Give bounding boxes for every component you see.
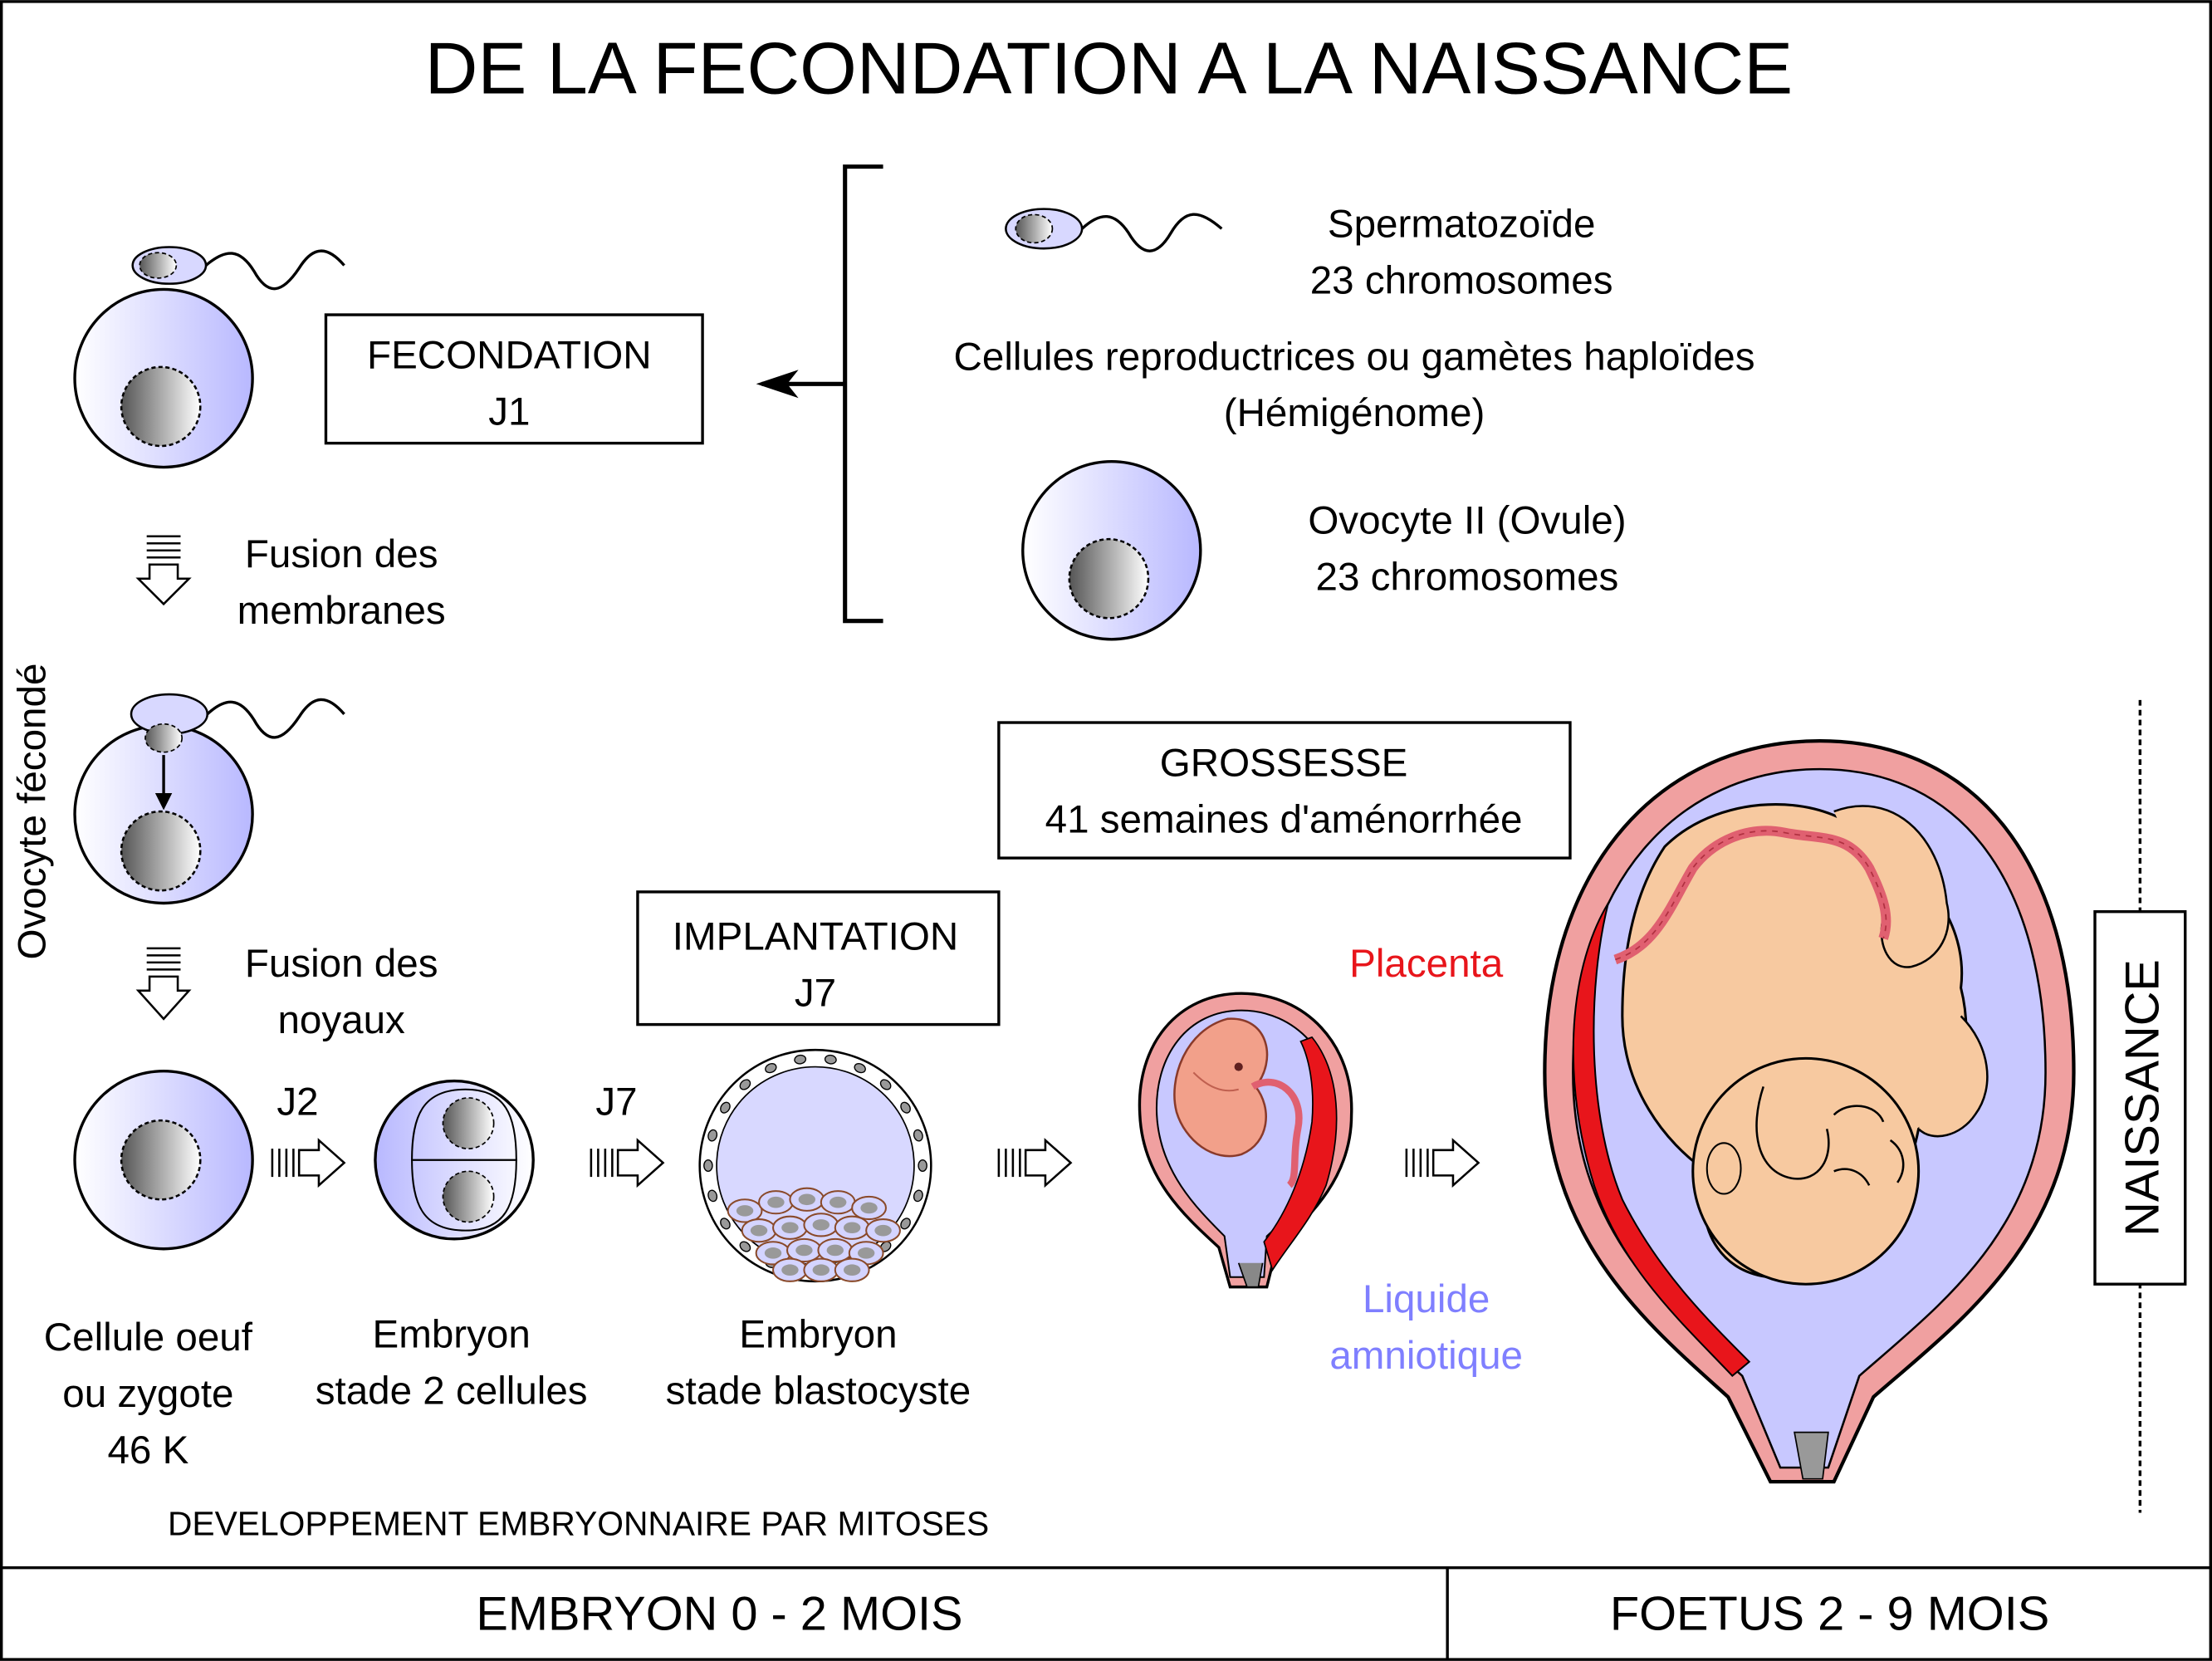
fertilized-ovocyte-icon — [73, 693, 345, 905]
trophoblast-cell — [739, 1079, 751, 1090]
inner-mass-nucleus — [812, 1264, 830, 1276]
blasto-label-line1: Embryon — [739, 1313, 897, 1357]
liquide-label-line2: amniotique — [1329, 1334, 1523, 1378]
down-arrow-icon — [135, 535, 192, 606]
zygote-label-line2: ou zygote — [62, 1372, 233, 1416]
trophoblast-cell — [918, 1159, 927, 1172]
ovocyte-icon — [1021, 460, 1202, 641]
right-arrow-icon — [1405, 1138, 1480, 1188]
grossesse-box — [997, 721, 1572, 860]
grossesse-label: GROSSESSE — [1160, 742, 1408, 786]
inner-mass-nucleus — [764, 1247, 782, 1259]
trophoblast-cell — [707, 1129, 718, 1142]
ovocyte-chromosomes: 23 chromosomes — [1316, 555, 1619, 599]
zygote-label-line3: 46 K — [107, 1428, 188, 1472]
page-title: DE LA FECONDATION A LA NAISSANCE — [425, 27, 1794, 109]
inner-mass-nucleus — [736, 1205, 754, 1217]
right-arrow-icon — [997, 1138, 1073, 1188]
footer-embryon: EMBRYON 0 - 2 MOIS — [476, 1587, 962, 1640]
trophoblast-cell — [824, 1054, 837, 1065]
implantation-day: J7 — [795, 972, 836, 1016]
footer-foetus: FOETUS 2 - 9 MOIS — [1610, 1587, 2049, 1640]
inner-mass-nucleus — [781, 1222, 799, 1234]
trophoblast-cell — [913, 1189, 923, 1203]
sperm-chromosomes: 23 chromosomes — [1310, 259, 1613, 303]
inner-mass-nucleus — [874, 1224, 892, 1237]
trophoblast-cell — [707, 1189, 718, 1203]
fusion-noyaux-line1: Fusion des — [245, 942, 438, 986]
fusion-noyaux-line2: noyaux — [277, 998, 405, 1042]
ovocyte-name: Ovocyte II (Ovule) — [1308, 498, 1626, 542]
trophoblast-cell — [854, 1063, 866, 1074]
fecondation-box — [324, 313, 704, 445]
fusion-membranes-line1: Fusion des — [245, 532, 438, 576]
down-arrow-icon — [135, 947, 192, 1021]
grossesse-duration: 41 semaines d'aménorrhée — [1045, 798, 1523, 842]
uterus-foetus-icon — [1543, 738, 2076, 1484]
hemigenome-label: (Hémigénome) — [1224, 391, 1485, 435]
uterus-embryo-icon — [1138, 992, 1353, 1289]
ovocyte-feconde-label: Ovocyte fécondé — [10, 664, 54, 960]
naissance-label: NAISSANCE — [2116, 959, 2169, 1237]
placenta-label: Placenta — [1349, 942, 1504, 986]
trophoblast-cell — [900, 1101, 911, 1114]
fecondation-cell-icon — [73, 246, 345, 469]
inner-mass-nucleus — [843, 1264, 861, 1276]
implantation-box — [636, 890, 1001, 1026]
inner-mass-nucleus — [830, 1196, 847, 1208]
development-caption: DEVELOPPEMENT EMBRYONNAIRE PAR MITOSES — [168, 1505, 989, 1543]
sperm-icon — [1005, 208, 1223, 252]
trophoblast-cell — [765, 1063, 777, 1074]
two-cell-embryo-icon — [374, 1079, 535, 1241]
right-arrow-icon — [590, 1138, 665, 1188]
zygote-label-line1: Cellule oeuf — [44, 1316, 253, 1360]
two-cells-label-line1: Embryon — [373, 1313, 531, 1357]
fecondation-label: FECONDATION — [367, 334, 652, 378]
arrow-left-icon — [756, 370, 799, 399]
blastocyst-icon — [698, 1048, 932, 1283]
trophoblast-cell — [879, 1079, 892, 1090]
arrow-j2-label: J2 — [276, 1080, 318, 1124]
naissance-box — [2093, 909, 2187, 1286]
inner-mass-nucleus — [857, 1247, 875, 1259]
fusion-membranes-line2: membranes — [237, 589, 446, 633]
bracket — [756, 164, 883, 624]
inner-mass-nucleus — [860, 1202, 878, 1214]
inner-mass-nucleus — [750, 1224, 768, 1237]
liquide-label-line1: Liquide — [1363, 1277, 1490, 1321]
trophoblast-cell — [913, 1129, 923, 1142]
arrow-j7-label: J7 — [595, 1080, 637, 1124]
zygote-icon — [73, 1069, 254, 1251]
inner-mass-nucleus — [812, 1219, 830, 1231]
right-arrow-icon — [271, 1138, 346, 1188]
two-cells-label-line2: stade 2 cellules — [316, 1369, 588, 1414]
blasto-label-line2: stade blastocyste — [666, 1369, 971, 1414]
trophoblast-cell — [720, 1218, 731, 1230]
inner-mass-nucleus — [798, 1193, 816, 1206]
trophoblast-cell — [720, 1101, 731, 1114]
sperm-name: Spermatozoïde — [1328, 203, 1596, 247]
trophoblast-cell — [900, 1218, 911, 1230]
trophoblast-cell — [739, 1241, 751, 1252]
fecondation-day: J1 — [488, 390, 530, 434]
inner-mass-nucleus — [843, 1222, 861, 1234]
trophoblast-cell — [703, 1159, 713, 1172]
implantation-label: IMPLANTATION — [673, 915, 958, 959]
inner-mass-nucleus — [767, 1196, 785, 1208]
inner-mass-nucleus — [826, 1244, 844, 1257]
inner-mass-nucleus — [795, 1244, 813, 1257]
gametes-label: Cellules reproductrices ou gamètes haplo… — [954, 335, 1755, 379]
inner-mass-nucleus — [781, 1264, 799, 1276]
trophoblast-cell — [794, 1054, 807, 1065]
